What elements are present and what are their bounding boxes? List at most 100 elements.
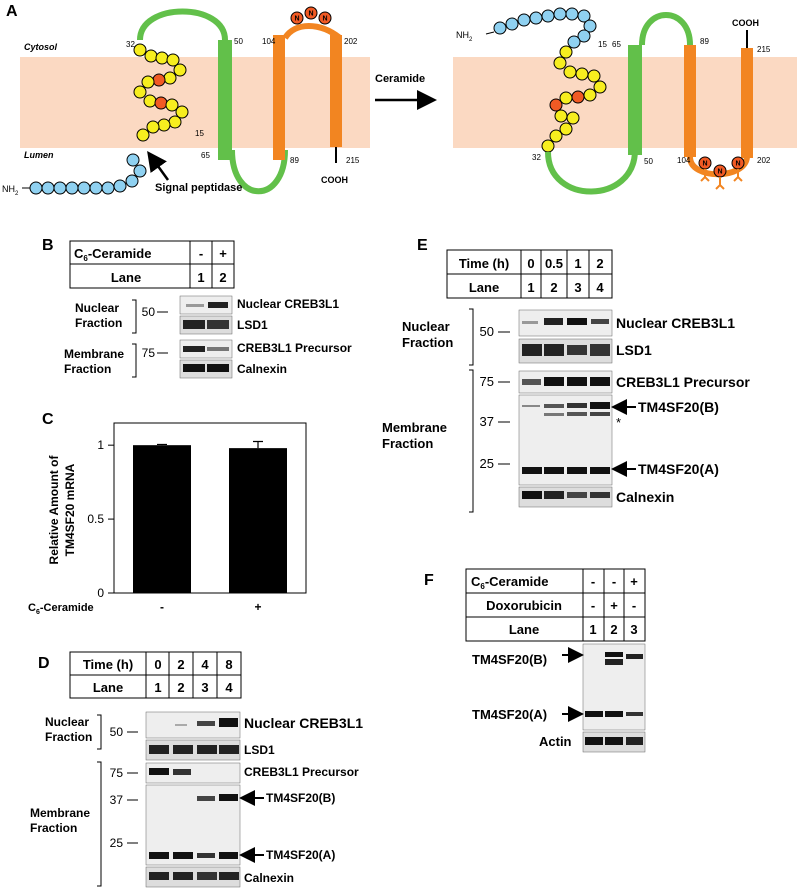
f-treat1-3: +	[630, 574, 638, 589]
f-treat2-2: +	[610, 598, 618, 613]
svg-text:N: N	[717, 169, 722, 176]
e-band-creb3l1-precursor: CREB3L1 Precursor	[616, 374, 750, 390]
nh2-left: NH2	[2, 184, 19, 197]
e-mw-37: 37	[480, 414, 494, 429]
svg-text:104: 104	[677, 156, 691, 165]
e-nuclear-fraction-2: Fraction	[402, 335, 453, 350]
signal-helix-left	[133, 43, 189, 142]
membrane-left	[20, 57, 370, 148]
f-band-actin: Actin	[539, 734, 572, 749]
c-error-bar	[157, 443, 167, 446]
svg-text:104: 104	[262, 37, 276, 46]
d-time-label: Time (h)	[83, 657, 133, 672]
d-band-lsd1: LSD1	[244, 743, 275, 757]
b-band-nuclear-creb3l1: Nuclear CREB3L1	[237, 297, 339, 311]
panel-b-table	[69, 240, 235, 289]
b-mw-50: 50	[142, 305, 156, 319]
d-mw-75: 75	[110, 766, 124, 780]
green-loop-right-top	[639, 12, 693, 46]
right-residue-numbers: 65 89 215 15 32 50 104 202	[532, 37, 771, 166]
b-lane-1: 1	[197, 270, 204, 285]
e-membrane-fraction-1: Membrane	[382, 420, 447, 435]
svg-text:N: N	[702, 161, 707, 168]
svg-text:215: 215	[757, 45, 771, 54]
c-bar	[229, 448, 287, 593]
ceramide-arrow-label: Ceramide	[375, 73, 425, 85]
b-lane-2: 2	[219, 270, 226, 285]
c-ytick-label: 1	[97, 438, 104, 452]
c-error-bar	[253, 440, 263, 449]
f-blots	[582, 643, 646, 753]
b-blots	[179, 295, 233, 379]
signal-peptidase-label: Signal peptidase	[155, 182, 242, 194]
e-lane-2: 2	[550, 280, 557, 295]
b-band-creb3l1-precursor: CREB3L1 Precursor	[237, 341, 352, 355]
e-band-lsd1: LSD1	[616, 342, 652, 358]
e-mw-50: 50	[480, 324, 494, 339]
b-nuclear-fraction-2: Fraction	[75, 316, 122, 330]
cooh-left: COOH	[321, 175, 348, 185]
svg-text:89: 89	[700, 37, 709, 46]
e-band-nuclear-creb3l1: Nuclear CREB3L1	[616, 315, 735, 331]
c-ytick-label: 0.5	[87, 512, 104, 526]
svg-text:32: 32	[126, 40, 135, 49]
b-membrane-fraction-2: Fraction	[64, 362, 111, 376]
svg-text:202: 202	[757, 156, 771, 165]
c-axis-ticks: 00.51	[87, 438, 114, 600]
e-time-4: 2	[596, 256, 603, 271]
d-lane-3: 3	[201, 680, 208, 695]
panel-c: C Relative Amount of TM4SF20 mRNA 00.51 …	[28, 411, 307, 616]
nterm-chain-right	[485, 7, 597, 49]
left-residue-numbers: 32 50 104 202 65 89 215 15	[126, 37, 360, 165]
b-membrane-fraction-1: Membrane	[64, 347, 124, 361]
c-ytick-label: 0	[97, 586, 104, 600]
panel-e: E Time (h) 0 0.5 1 2 Lane 1 2 3 4 Nuclea…	[382, 237, 750, 513]
e-band-calnexin: Calnexin	[616, 489, 674, 505]
cytosol-label: Cytosol	[24, 42, 58, 52]
d-lane-label: Lane	[93, 680, 123, 695]
nterm-chain-left	[22, 153, 147, 195]
b-treat-2: +	[219, 246, 227, 261]
d-lane-1: 1	[154, 680, 161, 695]
e-lane-1: 1	[527, 280, 534, 295]
svg-text:215: 215	[346, 156, 360, 165]
e-lane-3: 3	[574, 280, 581, 295]
e-blots	[518, 309, 613, 508]
f-treat2-label: Doxorubicin	[486, 598, 562, 613]
d-band-creb3l1-precursor: CREB3L1 Precursor	[244, 765, 359, 779]
panel-f-letter: F	[424, 572, 434, 589]
b-treat-1: -	[199, 246, 203, 261]
d-time-1: 0	[154, 657, 161, 672]
b-mw-75: 75	[142, 346, 156, 360]
panel-a-letter: A	[6, 3, 18, 20]
svg-text:65: 65	[201, 151, 210, 160]
panel-e-letter: E	[417, 237, 428, 254]
d-time-3: 4	[201, 657, 209, 672]
d-lane-2: 2	[177, 680, 184, 695]
d-time-4: 8	[225, 657, 232, 672]
svg-text:15: 15	[195, 129, 204, 138]
f-lane-3: 3	[630, 622, 637, 637]
c-ylabel-2: TM4SF20 mRNA	[63, 463, 77, 556]
f-treat2-1: -	[591, 598, 595, 613]
panel-a: A Cytosol Lumen COOH N N N 32 50 104 202	[2, 3, 797, 197]
d-mw-50: 50	[110, 725, 124, 739]
nh2-right: NH2	[456, 30, 473, 43]
green-tm-left	[218, 40, 232, 160]
c-ylabel-1: Relative Amount of	[47, 455, 61, 565]
d-band-calnexin: Calnexin	[244, 871, 294, 885]
d-time-2: 2	[177, 657, 184, 672]
d-band-nuclear-creb3l1: Nuclear CREB3L1	[244, 715, 363, 731]
panel-c-letter: C	[42, 411, 54, 428]
b-nuclear-fraction-1: Nuclear	[75, 301, 119, 315]
orange-tm1-left	[273, 35, 285, 160]
membrane-right	[453, 57, 797, 148]
c-xtick-plus: +	[254, 600, 261, 614]
panel-b-letter: B	[42, 237, 54, 254]
green-loop-right-bottom	[545, 149, 638, 195]
green-loop-left-bottom	[229, 149, 288, 195]
green-tm-right	[628, 45, 642, 155]
b-band-calnexin: Calnexin	[237, 362, 287, 376]
e-time-1: 0	[527, 256, 534, 271]
lumen-label: Lumen	[24, 150, 54, 160]
